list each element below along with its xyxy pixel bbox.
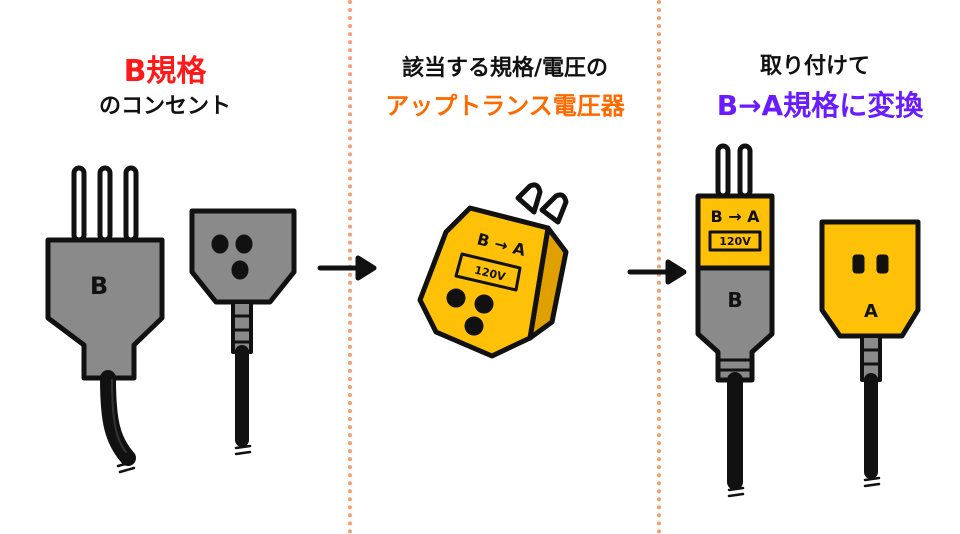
transformer-adapter [417, 182, 569, 359]
panel3-title: 取り付けて [759, 54, 870, 79]
panel3-subtitle: B→A規格に変換 [716, 89, 924, 122]
panel1-title: B規格 [123, 54, 207, 89]
converted-plug [695, 143, 775, 498]
divider-right [657, 0, 661, 534]
arrow-right-icon [317, 255, 377, 281]
converted-plug-label: B [727, 288, 742, 312]
converted-plug-adapter-label: B → A [710, 207, 760, 226]
a-socket-label: A [864, 301, 878, 322]
panel2-subtitle: アップトランス電圧器 [385, 92, 625, 120]
b-socket [189, 208, 297, 456]
b-plug [45, 165, 165, 474]
a-socket [819, 219, 921, 488]
b-plug-label: B [90, 272, 108, 300]
arrow-right-icon [627, 259, 687, 285]
panel1-subtitle: のコンセント [98, 94, 231, 119]
converted-plug-voltage: 120V [719, 235, 751, 248]
panel2-title: 該当する規格/電圧の [401, 56, 609, 81]
